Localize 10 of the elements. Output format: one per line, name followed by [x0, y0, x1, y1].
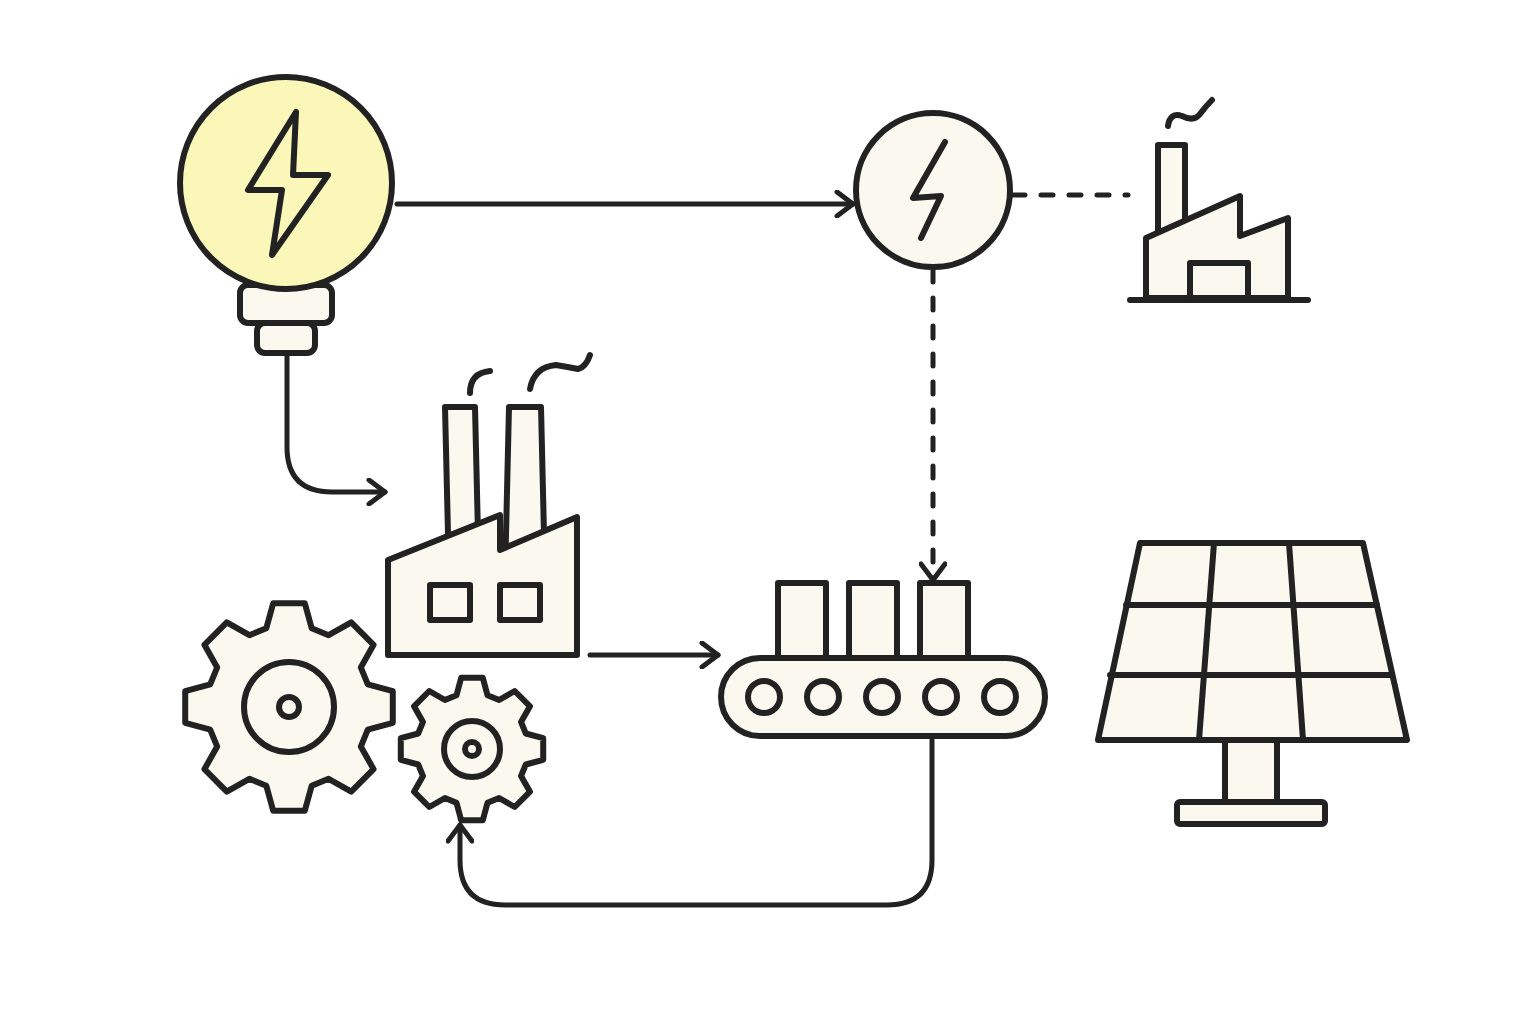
dashed-arrow — [918, 267, 948, 583]
dotted-line — [1010, 192, 1131, 198]
factory-icon — [1128, 98, 1310, 303]
arrow — [445, 737, 935, 908]
arrow — [394, 189, 856, 219]
gears-icon — [182, 597, 548, 825]
arrow — [587, 640, 721, 670]
conveyor-belt-icon — [718, 580, 1048, 740]
solar-panel-icon — [1095, 540, 1410, 830]
power-symbol-icon — [853, 110, 1013, 270]
